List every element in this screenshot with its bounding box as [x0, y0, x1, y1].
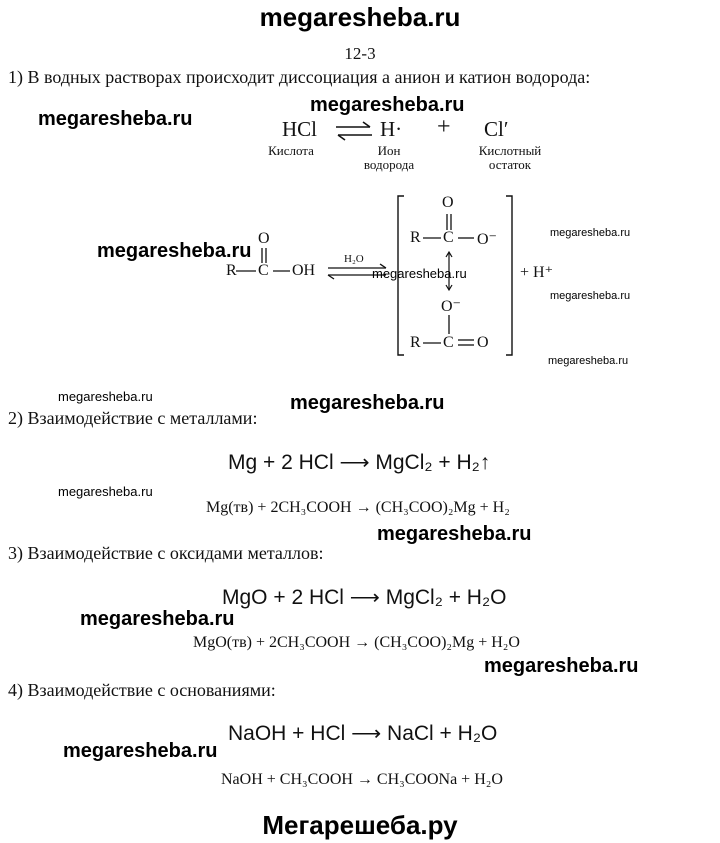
- section1-heading: 1) В водных растворах происходит диссоци…: [8, 67, 591, 87]
- anion2-o: O: [477, 334, 489, 351]
- anion1-r: R: [410, 229, 421, 246]
- watermark-oxides-right: megaresheba.ru: [484, 655, 639, 677]
- acid-oh: OH: [292, 262, 316, 279]
- watermark-oxides-left: megaresheba.ru: [80, 608, 235, 630]
- section2-equation-hcl: Mg + 2 HCl ⟶ MgCl₂ + H₂↑: [228, 451, 491, 474]
- anion1-o: O: [442, 194, 454, 211]
- watermark-acid-right-1: megaresheba.ru: [550, 227, 631, 239]
- anion2-c: C: [443, 334, 454, 351]
- proton: + H⁺: [520, 264, 554, 281]
- watermark-hcl-line: megaresheba.ru: [310, 94, 465, 116]
- water-label: H₂O: [344, 253, 364, 265]
- watermark-metals-left: megaresheba.ru: [58, 389, 153, 404]
- label-ion-2: водорода: [363, 157, 415, 172]
- section4-heading: 4) Взаимодействие с основаниями:: [8, 680, 276, 700]
- watermark-bottom: Мегарешеба.ру: [262, 810, 458, 840]
- chloride-ion: Cl′: [484, 117, 509, 141]
- acid-c: C: [258, 262, 269, 279]
- section2-equation-acetic: Mg(тв) + 2CH₃COOH → (CH₃COO)₂Mg + H₂: [206, 499, 510, 516]
- watermark-acid-right-3: megaresheba.ru: [548, 355, 629, 367]
- anion2-o-minus: O⁻: [441, 298, 461, 315]
- section3-heading: 3) Взаимодействие с оксидами металлов:: [8, 543, 324, 563]
- acid-o: O: [258, 230, 270, 247]
- watermark-metals-mid: megaresheba.ru: [290, 392, 445, 414]
- anion1-o-minus: O⁻: [477, 231, 497, 248]
- acid-r: R: [226, 262, 237, 279]
- label-ion-1: Ион: [377, 143, 401, 158]
- anion2-r: R: [410, 334, 421, 351]
- anion1-c: C: [443, 229, 454, 246]
- section3-equation-acetic: MgO(тв) + 2CH₃COOH → (CH₃COO)₂Mg + H₂O: [193, 634, 520, 651]
- watermark-acid-mid: megaresheba.ru: [372, 266, 467, 281]
- watermark-oxides-mid: megaresheba.ru: [377, 523, 532, 545]
- watermark-bases-left: megaresheba.ru: [63, 740, 218, 762]
- watermark-acid-left: megaresheba.ru: [97, 240, 252, 262]
- hcl-formula: HCl: [282, 117, 318, 141]
- watermark-acid-right-2: megaresheba.ru: [550, 290, 631, 302]
- section3-equation-hcl: MgO + 2 HCl ⟶ MgCl₂ + H₂O: [222, 586, 507, 609]
- label-acid: Кислота: [268, 143, 314, 158]
- label-residue-2: остаток: [488, 157, 532, 172]
- plus-sign: +: [437, 114, 451, 140]
- watermark-hcl-left: megaresheba.ru: [38, 108, 193, 130]
- watermark-metals-left-2: megaresheba.ru: [58, 484, 153, 499]
- label-residue-1: Кислотный: [478, 143, 542, 158]
- section2-heading: 2) Взаимодействие с металлами:: [8, 408, 258, 428]
- section4-equation-hcl: NaOH + HCl ⟶ NaCl + H₂O: [228, 722, 498, 745]
- watermark-top: megaresheba.ru: [259, 2, 461, 32]
- hydrogen-ion: H·: [380, 117, 403, 141]
- equilibrium-arrow-icon: [336, 121, 372, 141]
- section4-equation-acetic: NaOH + CH₃COOH → CH₃COONa + H₂O: [221, 771, 503, 788]
- problem-number: 12-3: [344, 44, 376, 63]
